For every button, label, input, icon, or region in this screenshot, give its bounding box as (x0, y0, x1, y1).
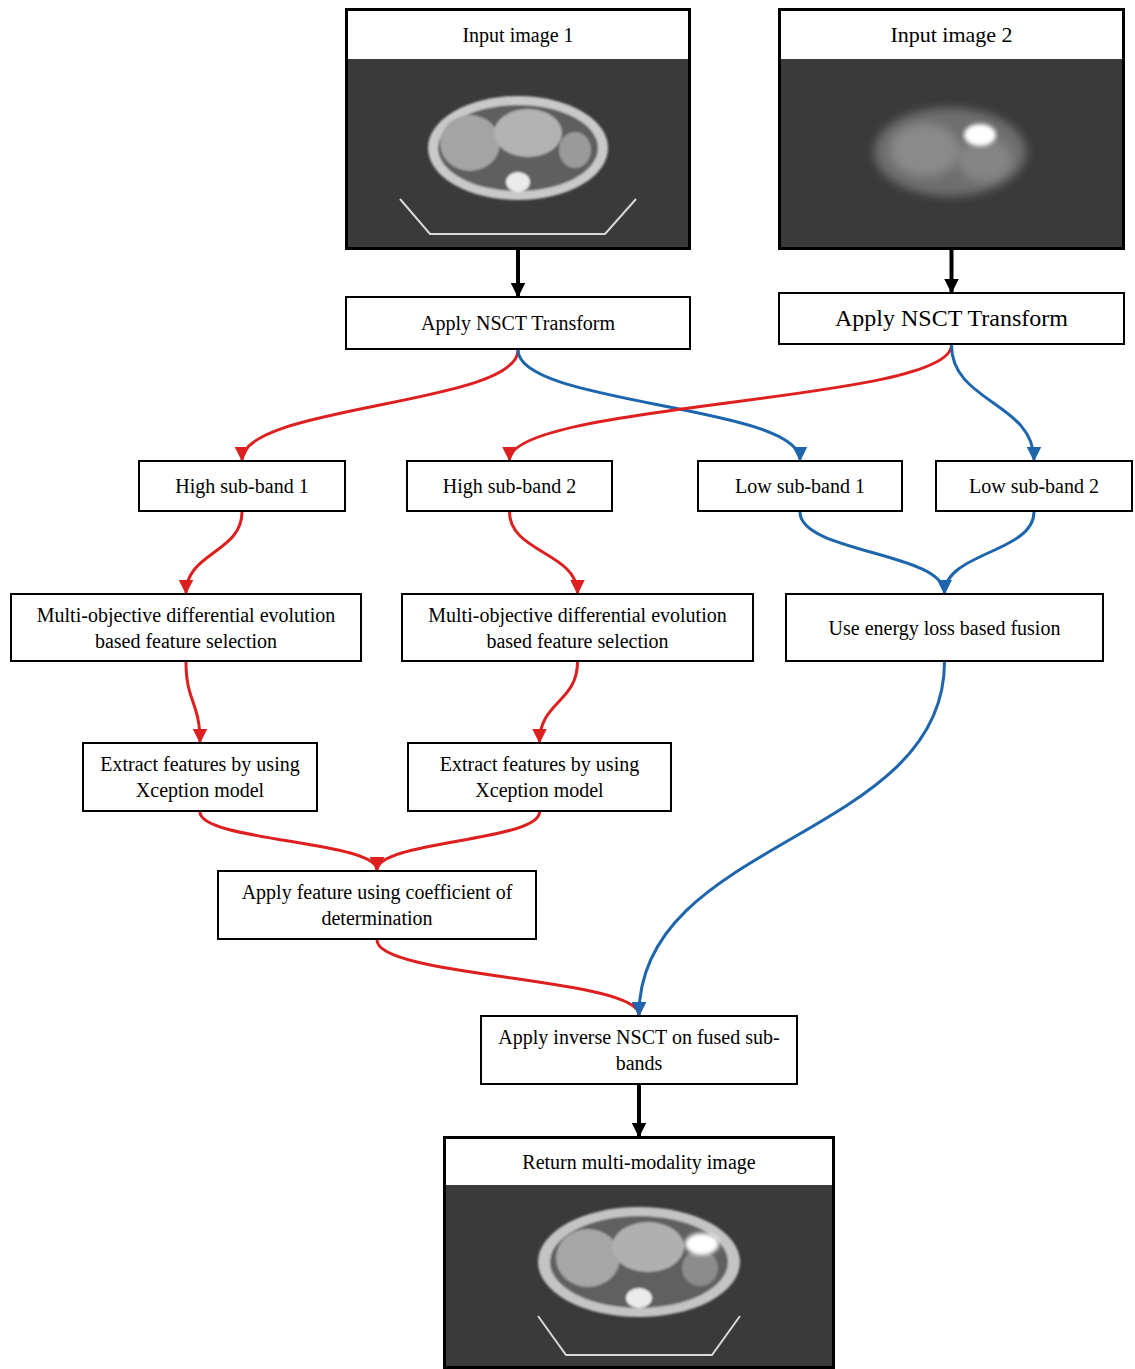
box-label: Multi-objective differential evolution b… (12, 600, 360, 656)
fused-body (538, 1207, 740, 1317)
process-box: Apply inverse NSCT on fused sub-bands (480, 1015, 798, 1085)
uptake-region (891, 124, 959, 176)
organ (682, 1250, 718, 1286)
process-box: High sub-band 1 (138, 460, 346, 512)
process-box: Extract features by using Xception model (82, 742, 318, 812)
flow-arrow (945, 512, 1035, 593)
pet-scan (778, 56, 1125, 250)
organ (556, 1229, 620, 1287)
flow-arrow (800, 512, 945, 593)
hot-spot (685, 1233, 719, 1255)
box-label: Extract features by using Xception model (409, 749, 670, 805)
process-box: Extract features by using Xception model (407, 742, 672, 812)
flow-arrow (637, 1085, 641, 1136)
ct-body (428, 96, 608, 200)
body-outline (428, 96, 608, 200)
flow-arrow (242, 350, 518, 460)
box-label: Low sub-band 2 (961, 471, 1107, 501)
box-label: Apply NSCT Transform (413, 308, 623, 338)
box-label: Input image 1 (348, 11, 688, 59)
ct-scan (345, 56, 691, 250)
box-label: Return multi-modality image (446, 1139, 832, 1185)
flow-arrow (540, 662, 578, 742)
flow-arrow (186, 662, 200, 742)
flow-arrow (952, 345, 1035, 460)
process-box: Low sub-band 2 (935, 460, 1133, 512)
process-box: Apply feature using coefficient of deter… (217, 870, 537, 940)
flow-arrow (377, 812, 540, 870)
image-box: Input image 2 (778, 8, 1125, 250)
box-label: Low sub-band 1 (727, 471, 873, 501)
organ (494, 109, 562, 157)
body-outline (538, 1207, 740, 1317)
uptake-region (874, 108, 1026, 196)
process-box: High sub-band 2 (406, 460, 613, 512)
scanner-table (400, 199, 636, 234)
flow-arrow (377, 940, 639, 1015)
flow-arrow (200, 812, 377, 870)
process-box: Low sub-band 1 (697, 460, 903, 512)
flow-arrow (518, 350, 800, 460)
box-label: Extract features by using Xception model (84, 749, 316, 805)
spine (506, 172, 530, 192)
box-label: Use energy loss based fusion (821, 613, 1069, 643)
flow-arrow (510, 345, 952, 460)
flow-arrow (950, 250, 954, 292)
image-ground (778, 56, 1125, 250)
flow-arrow (516, 250, 520, 296)
organ (612, 1222, 684, 1272)
image-ground (443, 1182, 835, 1369)
box-label: High sub-band 1 (167, 471, 316, 501)
box-label: High sub-band 2 (435, 471, 584, 501)
box-label: Apply NSCT Transform (827, 301, 1076, 336)
process-box: Use energy loss based fusion (785, 593, 1104, 662)
image-box: Return multi-modality image (443, 1136, 835, 1369)
process-box: Multi-objective differential evolution b… (10, 593, 362, 662)
chest-cavity (550, 1216, 728, 1308)
process-box: Apply NSCT Transform (345, 296, 691, 350)
flow-arrow (639, 662, 945, 1015)
flow-arrow (186, 512, 242, 593)
organ (559, 132, 591, 168)
organ (440, 115, 500, 171)
chest-cavity (438, 105, 598, 191)
box-label: Apply feature using coefficient of deter… (219, 877, 535, 933)
flow-arrow (510, 512, 578, 593)
pet-body (874, 108, 1026, 196)
box-label: Apply inverse NSCT on fused sub-bands (482, 1022, 796, 1078)
hot-spot (964, 124, 996, 146)
process-box: Multi-objective differential evolution b… (401, 593, 754, 662)
scanner-table (538, 1316, 740, 1355)
process-box: Apply NSCT Transform (778, 292, 1125, 345)
fused-scan (443, 1182, 835, 1369)
box-label: Multi-objective differential evolution b… (403, 600, 752, 656)
spine (626, 1288, 652, 1308)
box-label: Input image 2 (781, 11, 1122, 59)
image-box: Input image 1 (345, 8, 691, 250)
image-ground (345, 56, 691, 250)
